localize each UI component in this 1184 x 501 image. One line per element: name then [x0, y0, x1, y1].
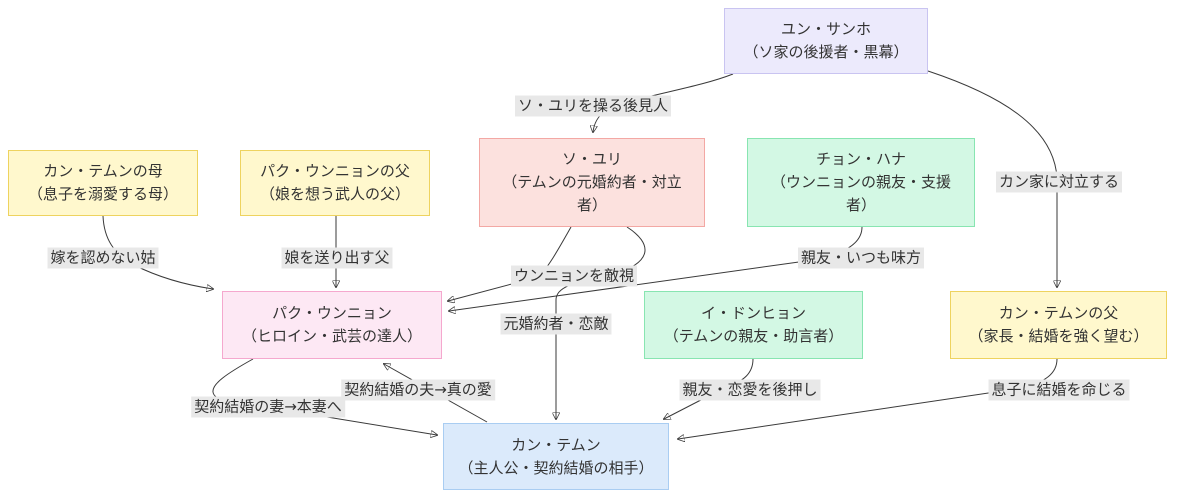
edge-label-friend-push: 親友・恋愛を後押し: [679, 379, 821, 401]
node-park-father: パク・ウンニョンの父 （娘を想う武人の父）: [240, 150, 430, 216]
edge-yun-to-kangfather: [927, 70, 1057, 287]
node-seo-yuri: ソ・ユリ （テムンの元婚約者・対立者）: [479, 138, 705, 227]
edge-label-best-friend: 親友・いつも味方: [797, 247, 925, 269]
node-name: ユン・サンホ: [780, 20, 871, 38]
node-role: （ウンニョンの親友・支援者）: [770, 173, 951, 214]
node-kang-taemun: カン・テムン （主人公・契約結婚の相手）: [443, 423, 669, 490]
edge-label-wife-to-real: 契約結婚の妻→本妻へ: [191, 396, 345, 418]
node-role: （テムンの親友・助言者）: [663, 327, 844, 345]
edge-label-ex-fiancee: 元婚約者・恋敵: [500, 313, 612, 335]
node-role: （家長・結婚を強く望む）: [968, 327, 1149, 345]
node-name: イ・ドンヒョン: [700, 304, 806, 322]
node-role: （娘を想う武人の父）: [259, 185, 410, 203]
node-name: パク・ウンニョン: [272, 304, 392, 322]
node-yun-sangho: ユン・サンホ （ソ家の後援者・黒幕）: [724, 8, 928, 74]
node-name: カン・テムンの母: [43, 162, 163, 180]
node-name: カン・テムン: [511, 435, 601, 454]
node-jung-hana: チョン・ハナ （ウンニョンの親友・支援者）: [747, 138, 975, 227]
node-kang-mother: カン・テムンの母 （息子を溺愛する母）: [8, 150, 198, 216]
node-park-eunnyeon: パク・ウンニョン （ヒロイン・武芸の達人）: [222, 291, 442, 359]
edge-yuri-to-eunnyeon: [448, 226, 572, 301]
node-role: （テムンの元婚約者・対立者）: [502, 173, 682, 214]
edge-label-send-daughter: 娘を送り出す父: [281, 247, 393, 269]
edge-label-guardian: ソ・ユリを操る後見人: [514, 95, 672, 117]
node-role: （主人公・契約結婚の相手）: [458, 458, 654, 477]
node-kang-father: カン・テムンの父 （家長・結婚を強く望む）: [950, 291, 1167, 359]
node-name: カン・テムンの父: [998, 304, 1119, 322]
node-name: ソ・ユリ: [561, 150, 622, 168]
node-name: チョン・ハナ: [815, 150, 906, 168]
edge-label-mother-in-law: 嫁を認めない姑: [47, 247, 159, 269]
node-name: パク・ウンニョンの父: [260, 162, 410, 180]
node-lee-donghyun: イ・ドンヒョン （テムンの親友・助言者）: [644, 291, 863, 359]
edge-label-husband-love: 契約結婚の夫→真の愛: [341, 379, 495, 401]
node-role: （息子を溺愛する母）: [27, 185, 178, 203]
node-role: （ヒロイン・武芸の達人）: [241, 327, 422, 345]
edge-label-hostile: ウンニョンを敵視: [510, 265, 638, 287]
edge-label-order-marriage: 息子に結婚を命じる: [988, 379, 1130, 401]
edge-label-oppose-kang: カン家に対立する: [995, 171, 1123, 193]
node-role: （ソ家の後援者・黒幕）: [743, 43, 909, 61]
